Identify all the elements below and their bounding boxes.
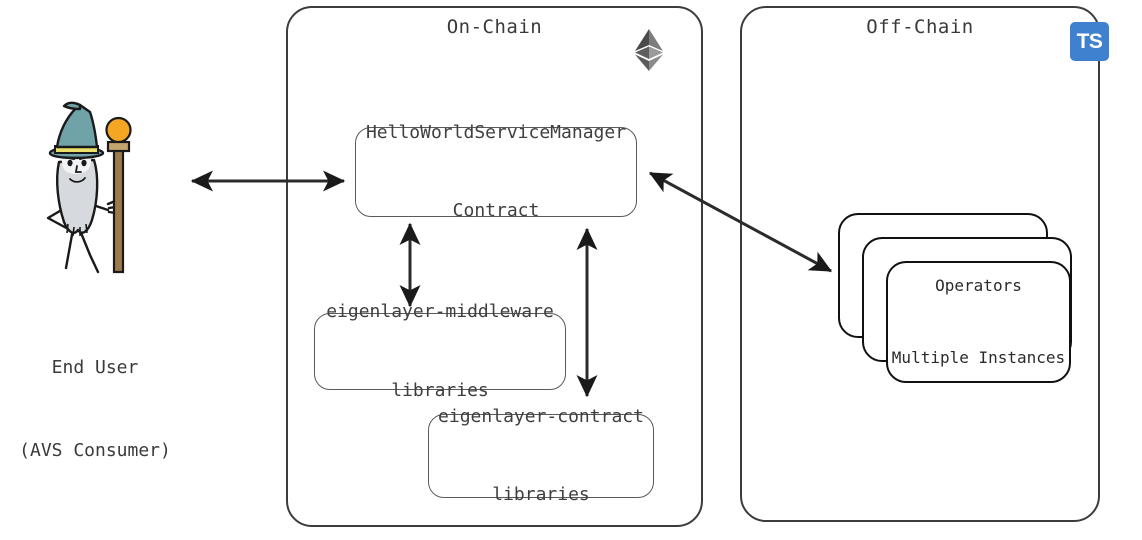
operators-label-line1: Operators: [935, 276, 1022, 295]
end-user-label: End User (AVS Consumer): [0, 298, 190, 521]
node-contract-libraries[interactable]: eigenlayer-contract libraries: [428, 406, 654, 505]
typescript-logo-label: TS: [1076, 29, 1103, 53]
node-service-manager-line2: Contract: [452, 200, 540, 222]
node-service-manager-line1: HelloWorldServiceManager: [365, 121, 627, 143]
zone-off-chain-title: Off-Chain: [866, 16, 974, 38]
operators-label-line2: Multiple Instances: [891, 348, 1066, 367]
typescript-logo: TS: [1070, 22, 1109, 61]
zone-on-chain-title: On-Chain: [446, 16, 543, 38]
node-middleware-libraries[interactable]: eigenlayer-middleware libraries: [314, 301, 566, 401]
node-contract-libraries-line2: libraries: [492, 484, 590, 506]
node-contract-libraries-line1: eigenlayer-contract: [438, 405, 644, 427]
node-middleware-libraries-line2: libraries: [391, 379, 489, 401]
node-middleware-libraries-line1: eigenlayer-middleware: [326, 301, 554, 323]
end-user-label-line1: End User: [51, 356, 139, 378]
ethereum-logo: [634, 28, 664, 72]
operator-instance-front[interactable]: Operators Multiple Instances: [886, 261, 1071, 383]
wizard-icon: [28, 100, 163, 285]
node-service-manager[interactable]: HelloWorldServiceManager Contract: [355, 122, 637, 221]
end-user-label-line2: (AVS Consumer): [19, 440, 171, 462]
